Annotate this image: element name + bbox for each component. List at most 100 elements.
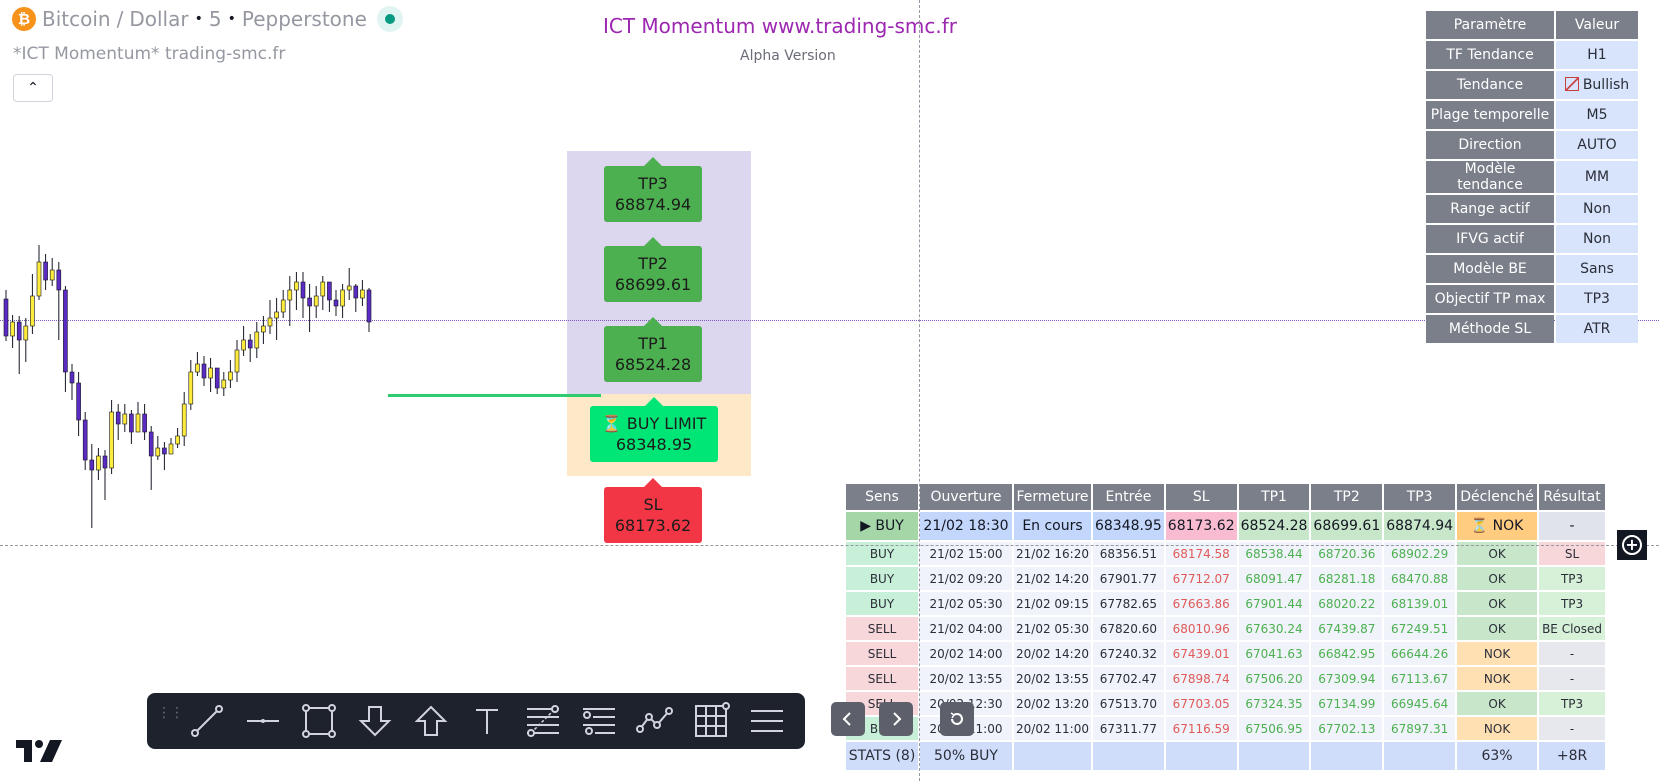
horizontal-line-icon bbox=[247, 719, 279, 723]
trade-cell: 67898.74 bbox=[1165, 667, 1237, 690]
trade-cell: 68356.51 bbox=[1092, 542, 1164, 565]
exchange-name: Pepperstone bbox=[241, 7, 367, 31]
candle bbox=[122, 404, 128, 432]
candle bbox=[168, 438, 174, 455]
entry-level-line bbox=[388, 394, 601, 397]
candle bbox=[294, 272, 299, 310]
trade-cell: 67663.86 bbox=[1165, 592, 1237, 615]
grid-tool[interactable] bbox=[683, 696, 739, 746]
candle bbox=[181, 392, 187, 446]
stats-cell bbox=[1092, 742, 1164, 770]
trend-line-tool[interactable] bbox=[179, 696, 235, 746]
indicator-title[interactable]: *ICT Momentum* trading-smc.fr bbox=[13, 44, 286, 64]
tp1-tag: TP1 68524.28 bbox=[604, 317, 702, 382]
collapse-indicators-button[interactable]: ⌃ bbox=[13, 74, 53, 102]
fib-retracement-tool[interactable] bbox=[515, 696, 571, 746]
crosshair-vertical bbox=[919, 0, 920, 781]
trade-cell: 21/02 05:30 bbox=[920, 592, 1012, 615]
param-value: Non bbox=[1556, 195, 1638, 223]
trade-cell: NOK bbox=[1457, 667, 1538, 690]
current-trade-cell: 68348.95 bbox=[1092, 512, 1164, 540]
trade-cell: 67782.65 bbox=[1092, 592, 1164, 615]
candle bbox=[241, 326, 246, 356]
trade-cell: - bbox=[1539, 667, 1606, 690]
current-trade-cell: En cours bbox=[1014, 512, 1091, 540]
chevron-left-icon bbox=[842, 712, 851, 726]
trade-cell: 68139.01 bbox=[1384, 592, 1456, 615]
chevron-right-icon bbox=[893, 712, 902, 726]
arrow-up-tool[interactable] bbox=[403, 696, 459, 746]
rectangle-tool[interactable] bbox=[291, 696, 347, 746]
stats-cell: 50% BUY bbox=[920, 742, 1012, 770]
candle bbox=[188, 360, 194, 410]
trade-cell: TP3 bbox=[1539, 567, 1606, 590]
candle bbox=[23, 318, 29, 362]
add-price-alert-button[interactable]: + bbox=[1617, 530, 1647, 560]
current-trade-cell: ⏳ NOK bbox=[1457, 512, 1538, 540]
trade-cell: 67249.51 bbox=[1384, 617, 1456, 640]
param-value: Non bbox=[1556, 225, 1638, 253]
candle bbox=[214, 367, 220, 394]
trade-cell: 20/02 11:00 bbox=[1014, 717, 1091, 740]
scroll-left-button[interactable] bbox=[831, 702, 865, 736]
scroll-right-button[interactable] bbox=[879, 702, 913, 736]
column-header: Résultat bbox=[1539, 484, 1606, 510]
dot-separator: • bbox=[227, 11, 236, 27]
param-key: Range actif bbox=[1426, 195, 1554, 223]
horizontal-line-tool[interactable] bbox=[235, 696, 291, 746]
candle bbox=[307, 284, 312, 332]
fib-extension-tool[interactable] bbox=[571, 696, 627, 746]
candle bbox=[280, 290, 286, 318]
stop-loss-tag: SL 68173.62 bbox=[604, 478, 702, 543]
candle bbox=[115, 404, 121, 440]
candle bbox=[96, 448, 101, 480]
arrow-down-tool[interactable] bbox=[347, 696, 403, 746]
candle bbox=[287, 276, 293, 326]
candle bbox=[36, 245, 42, 300]
text-tool[interactable] bbox=[459, 696, 515, 746]
trade-cell: 21/02 15:00 bbox=[920, 542, 1012, 565]
toolbar-drag-handle[interactable]: ⋮⋮ bbox=[157, 705, 184, 721]
candle bbox=[274, 298, 279, 340]
trade-cell: SELL bbox=[846, 642, 918, 665]
trade-cell: 21/02 09:20 bbox=[920, 567, 1012, 590]
reset-chart-button[interactable] bbox=[940, 702, 974, 736]
tradingview-logo[interactable] bbox=[16, 738, 64, 764]
stats-cell bbox=[1165, 742, 1237, 770]
stats-cell bbox=[1384, 742, 1456, 770]
candle bbox=[162, 442, 167, 470]
candle bbox=[208, 358, 213, 392]
param-value: AUTO bbox=[1556, 131, 1638, 159]
candle bbox=[333, 290, 339, 316]
trade-cell: OK bbox=[1457, 592, 1538, 615]
market-status-icon[interactable] bbox=[376, 6, 403, 32]
trade-cell: 21/02 14:20 bbox=[1014, 567, 1091, 590]
candle bbox=[30, 274, 35, 334]
trade-cell: OK bbox=[1457, 567, 1538, 590]
more-tools-menu[interactable] bbox=[739, 696, 795, 746]
trade-cell: 66945.64 bbox=[1384, 692, 1456, 715]
tp3-price: 68874.94 bbox=[614, 195, 692, 214]
trade-cell: 68720.36 bbox=[1311, 542, 1383, 565]
current-trade-cell: 68874.94 bbox=[1384, 512, 1456, 540]
param-value: ATR bbox=[1556, 315, 1638, 343]
trade-cell: 67702.13 bbox=[1311, 717, 1383, 740]
trade-cell: 67041.63 bbox=[1238, 642, 1310, 665]
candle bbox=[89, 444, 95, 528]
candle bbox=[129, 410, 134, 444]
candle bbox=[142, 404, 147, 440]
path-tool[interactable] bbox=[627, 696, 683, 746]
trade-cell: 67897.31 bbox=[1384, 717, 1456, 740]
param-key: Direction bbox=[1426, 131, 1554, 159]
candle bbox=[76, 372, 81, 436]
trade-cell: 67324.35 bbox=[1238, 692, 1310, 715]
trade-cell: 68902.29 bbox=[1384, 542, 1456, 565]
stats-cell bbox=[1238, 742, 1310, 770]
fib-retracement-icon bbox=[527, 705, 559, 737]
stats-cell: STATS (8) bbox=[846, 742, 918, 770]
symbol-header[interactable]: ₿ Bitcoin / Dollar • 5 • Pepperstone bbox=[12, 6, 403, 32]
